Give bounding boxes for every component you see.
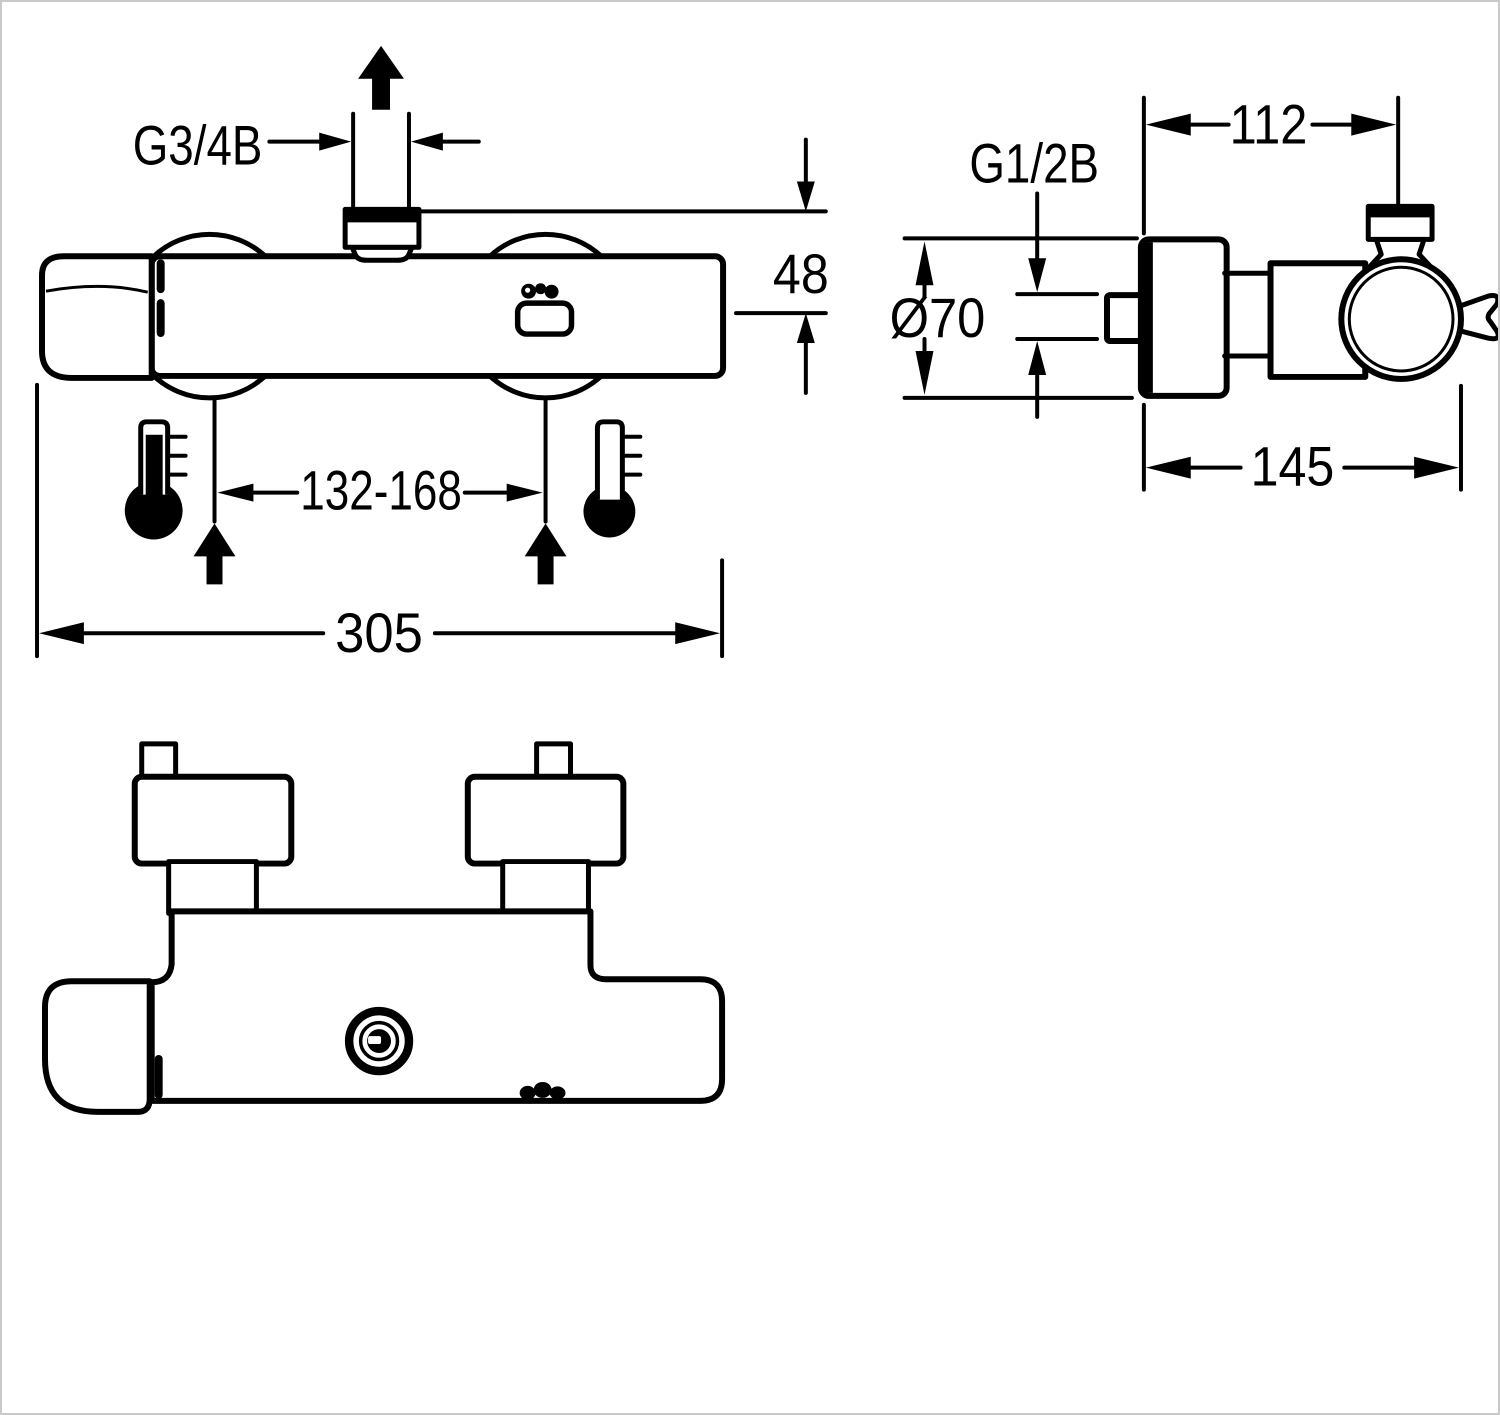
handle-knob-inner-ring: [1347, 265, 1455, 373]
outlet-thread-label: G3/4B: [133, 114, 263, 177]
dim-145-right-arrowhead: [1414, 456, 1459, 479]
dim-48-upper-arrowhead: [796, 181, 815, 212]
dim-70-up-arrowhead: [915, 241, 934, 286]
depth-to-outlet-label: 112: [1230, 93, 1308, 156]
right-union-neck: [500, 859, 591, 916]
left-union-stem: [139, 741, 179, 782]
flange-rim: [1141, 242, 1153, 393]
right-union-stem: [534, 741, 574, 782]
left-union-neck: [166, 859, 259, 916]
front-view: G3/4B 48: [35, 45, 829, 664]
hot-thermometer-icon: [124, 419, 188, 540]
mixer-body-front: [148, 253, 727, 379]
dim-112-left-arrowhead: [1145, 113, 1191, 136]
leader-arrowhead-left: [319, 132, 352, 151]
inlet-spacing-label: 132-168: [300, 459, 462, 522]
brand-logo-emboss: [519, 1081, 566, 1100]
temperature-handle-top: [42, 978, 153, 1115]
outlet-cap-side-band: [1368, 206, 1433, 218]
dim-48-lower-arrowhead: [796, 313, 815, 344]
cold-thermometer-icon: [583, 419, 643, 538]
overall-width-label: 305: [335, 601, 423, 664]
flow-up-arrow-icon: [358, 45, 404, 110]
right-union-nut: [464, 773, 627, 867]
outlet-cap-taper: [349, 244, 415, 263]
outlet-offset-label: 48: [773, 242, 829, 305]
left-wall-union: [131, 741, 295, 916]
dim-132-right-arrowhead: [506, 483, 543, 502]
g12b-arrowhead: [1028, 258, 1047, 293]
right-wall-union: [464, 741, 627, 916]
wall-flange-side: [1137, 236, 1230, 399]
overall-depth-label: 145: [1251, 435, 1335, 498]
handle-knob-side: [1338, 256, 1464, 382]
left-union-nut: [131, 773, 295, 867]
side-view: 112 G1/2B Ø70 145: [890, 93, 1498, 498]
outlet-cap-band: [345, 209, 419, 223]
dim-145-left-arrowhead: [1145, 456, 1191, 479]
handle-index-mark-top-view: [154, 1055, 163, 1099]
dim-305-right-arrowhead: [675, 622, 721, 645]
outlet-screw-head-icon: [344, 1006, 414, 1076]
handle-chamfer-line: [45, 284, 149, 294]
left-inlet-up-arrow-icon: [193, 523, 236, 585]
handle-lever-tab: [1454, 293, 1498, 342]
top-view: [42, 741, 726, 1115]
temperature-handle-front: [39, 253, 155, 381]
handle-index-mark-bottom: [156, 299, 165, 338]
dim-132-left-arrowhead: [217, 483, 254, 502]
g12b-lower-arrowhead: [1028, 341, 1047, 375]
leader-arrowhead-right: [410, 132, 443, 151]
right-inlet-up-arrow-icon: [524, 523, 567, 585]
brand-logo: [514, 283, 575, 337]
handle-index-mark-top: [156, 259, 165, 294]
mixer-body-top: [148, 908, 726, 1104]
dim-305-left-arrowhead: [39, 622, 84, 645]
dim-70-down-arrowhead: [915, 351, 934, 395]
flange-diameter-label: Ø70: [890, 286, 986, 349]
dim-112-right-arrowhead: [1351, 113, 1397, 136]
inlet-thread-label: G1/2B: [969, 131, 1099, 194]
